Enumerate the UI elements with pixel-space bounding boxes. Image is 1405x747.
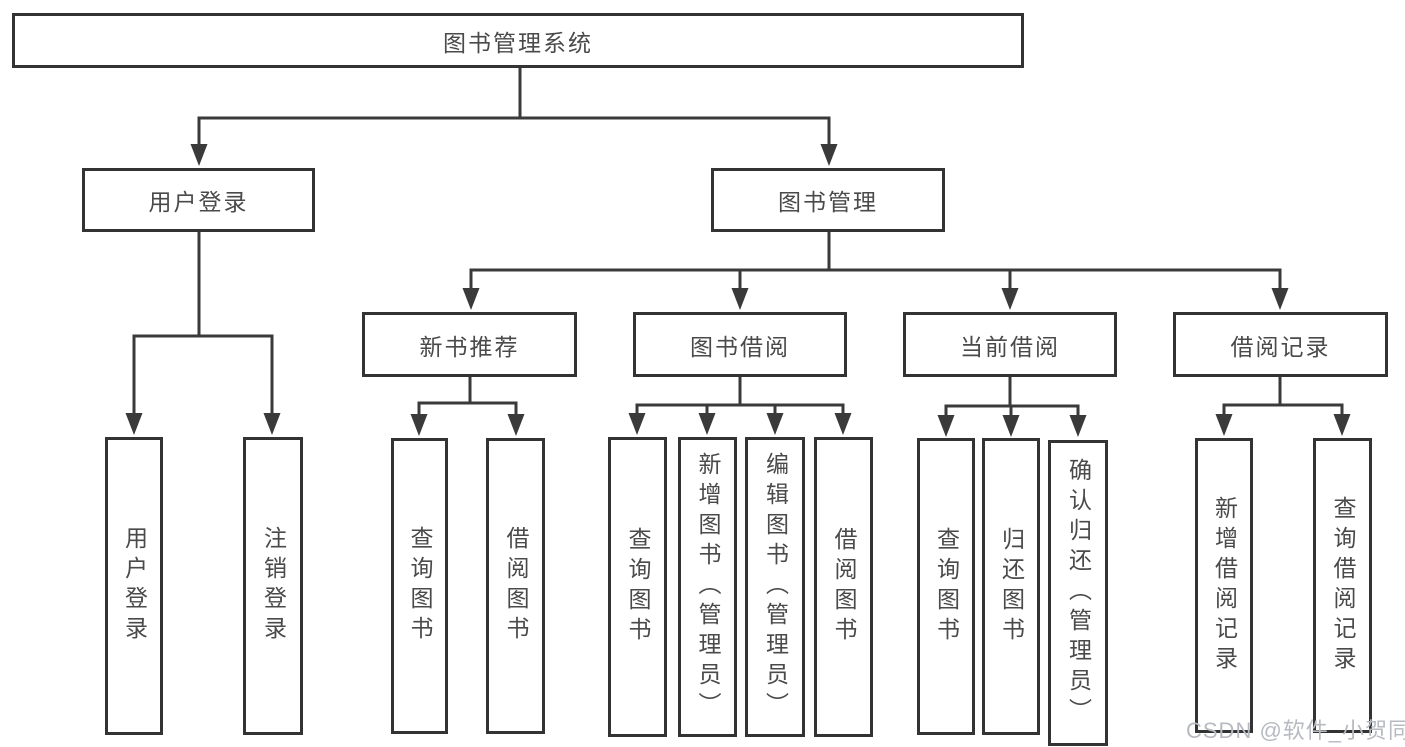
leaf-label: 新增借阅记录	[1211, 495, 1238, 676]
node-new-book-recommendation: 新书推荐	[362, 312, 577, 377]
leaf-label: 借阅图书	[831, 527, 857, 647]
leaf-user-login: 用户登录	[105, 437, 163, 735]
leaf-borrow-books: 借阅图书	[814, 437, 873, 737]
leaf-confirm-return-admin: 确认归还（管理员）	[1048, 440, 1108, 746]
node-label: 图书管理	[778, 189, 878, 215]
leaf-query-books: 查询图书	[917, 438, 975, 735]
node-library-management-system: 图书管理系统	[12, 13, 1024, 68]
leaf-return-books: 归还图书	[982, 438, 1040, 735]
leaf-query-books: 查询图书	[608, 437, 667, 737]
leaf-label: 查询图书	[407, 526, 433, 646]
leaf-label: 查询图书	[933, 526, 960, 647]
leaf-add-borrow-record: 新增借阅记录	[1195, 438, 1253, 733]
node-book-management: 图书管理	[711, 168, 945, 232]
leaf-label: 查询图书	[625, 527, 651, 647]
leaf-query-books: 查询图书	[391, 438, 448, 734]
node-borrowing-records: 借阅记录	[1173, 312, 1388, 377]
leaf-logout: 注销登录	[243, 437, 303, 735]
leaf-edit-books-admin: 编辑图书（管理员）	[745, 437, 805, 737]
leaf-query-borrow-record: 查询借阅记录	[1313, 438, 1372, 733]
leaf-borrow-books: 借阅图书	[486, 438, 545, 734]
leaf-label: 归还图书	[998, 526, 1025, 647]
leaf-label: 编辑图书（管理员）	[762, 452, 789, 722]
leaf-label: 借阅图书	[503, 526, 529, 646]
leaf-label: 用户登录	[121, 526, 148, 646]
node-label: 图书管理系统	[443, 29, 593, 56]
node-label: 用户登录	[148, 189, 249, 215]
leaf-add-books-admin: 新增图书（管理员）	[678, 437, 737, 737]
node-user-login: 用户登录	[82, 168, 315, 232]
leaf-label: 查询借阅记录	[1330, 495, 1356, 676]
leaf-label: 注销登录	[260, 526, 287, 646]
node-label: 图书借阅	[690, 333, 790, 360]
arrowheads	[125, 144, 1351, 437]
leaf-label: 确认归还（管理员）	[1065, 458, 1092, 728]
node-current-borrowing: 当前借阅	[903, 312, 1117, 377]
leaf-label: 新增图书（管理员）	[695, 452, 721, 722]
node-label: 借阅记录	[1230, 333, 1331, 360]
node-label: 新书推荐	[419, 333, 520, 360]
csdn-watermark: CSDN @软件_小贺同学	[1186, 718, 1405, 743]
node-label: 当前借阅	[960, 333, 1060, 360]
node-book-borrowing: 图书借阅	[633, 312, 847, 377]
